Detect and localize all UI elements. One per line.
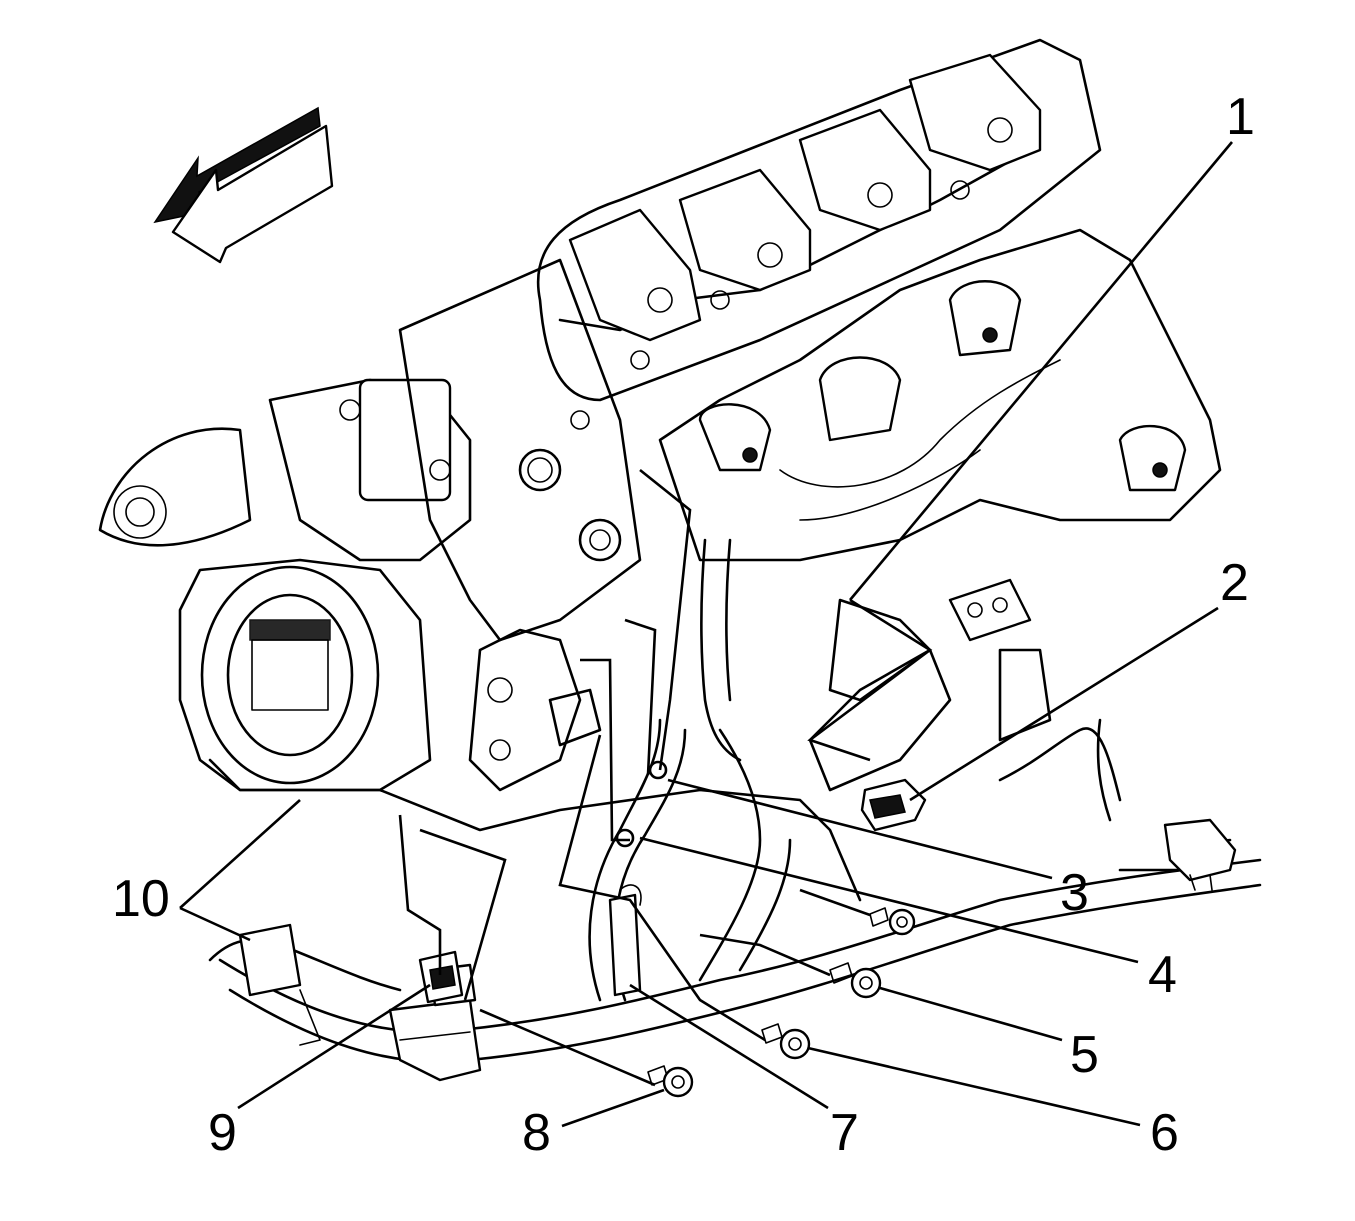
bolt-5-icon	[829, 962, 882, 999]
callout-3: 3	[1060, 864, 1089, 922]
fasteners	[647, 907, 916, 1098]
engine-block	[98, 258, 862, 902]
front-direction-arrow-icon	[153, 106, 334, 264]
exhaust-manifold	[658, 228, 1222, 562]
callout-10: 10	[112, 870, 170, 928]
bolt-icon	[869, 907, 916, 936]
valve-cover-ignition-coils	[536, 38, 1102, 430]
oxygen-sensor-area	[808, 578, 1052, 792]
callout-2: 2	[1220, 554, 1249, 612]
bolt-6-icon	[761, 1023, 811, 1060]
callout-7: 7	[830, 1104, 859, 1162]
engine-wiring-harness	[208, 538, 1262, 1082]
leader-lines	[179, 141, 1233, 1128]
callout-5: 5	[1070, 1026, 1099, 1084]
callout-4: 4	[1148, 946, 1177, 1004]
callout-9: 9	[208, 1104, 237, 1162]
callout-8: 8	[522, 1104, 551, 1162]
callout-labels: 1 2 3 4 5 6 7 8 9 10	[112, 88, 1255, 1162]
bolt-8-icon	[647, 1065, 694, 1098]
callout-6: 6	[1150, 1104, 1179, 1162]
callout-1: 1	[1226, 88, 1255, 146]
